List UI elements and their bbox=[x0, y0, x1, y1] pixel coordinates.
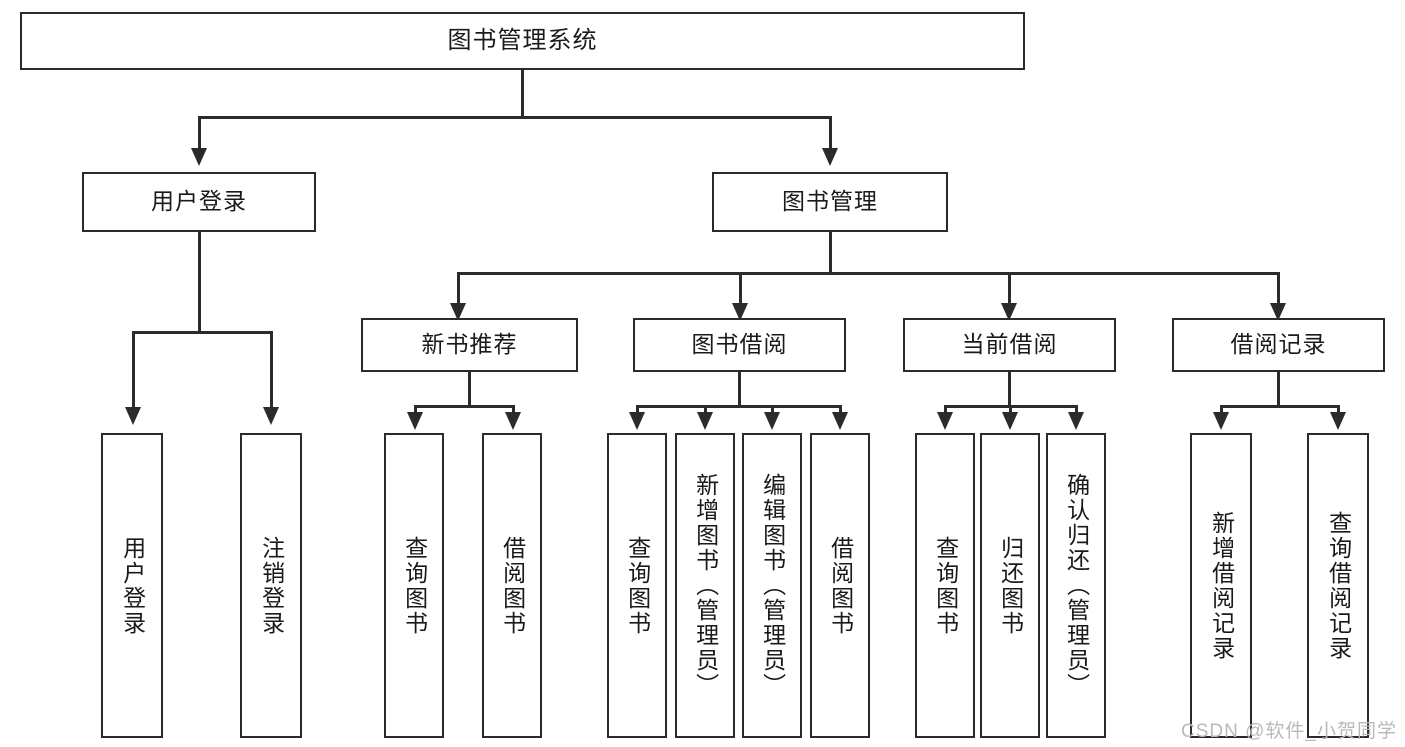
connector-book-borrow-stem bbox=[738, 372, 741, 407]
connector-new-book-c1 bbox=[414, 405, 417, 417]
arrow-to-book-manage bbox=[822, 148, 838, 166]
leaf-new-book-borrow[interactable]: 借阅图书 bbox=[482, 433, 542, 738]
arrow-to-borrow-record bbox=[1270, 303, 1286, 321]
connector-book-borrow-c4 bbox=[839, 405, 842, 417]
leaf-borrow-record-add[interactable]: 新增借阅记录 bbox=[1190, 433, 1252, 738]
connector-borrow-record-stem bbox=[1277, 372, 1280, 407]
arrow-book-borrow-c1 bbox=[629, 412, 645, 430]
connector-to-current-borrow bbox=[1008, 272, 1011, 307]
connector-borrow-record-bus bbox=[1221, 405, 1339, 408]
connector-user-login-stem bbox=[198, 232, 201, 333]
leaf-book-borrow-edit[interactable]: 编辑图书（管理员） bbox=[742, 433, 802, 738]
arrow-current-borrow-c2 bbox=[1002, 412, 1018, 430]
connector-to-book-borrow bbox=[739, 272, 742, 307]
arrow-new-book-c1 bbox=[407, 412, 423, 430]
connector-book-borrow-c2 bbox=[704, 405, 707, 417]
arrow-book-borrow-c4 bbox=[832, 412, 848, 430]
leaf-book-borrow-borrow[interactable]: 借阅图书 bbox=[810, 433, 870, 738]
connector-current-borrow-c1 bbox=[944, 405, 947, 417]
arrow-to-new-book bbox=[450, 303, 466, 321]
node-user-login[interactable]: 用户登录 bbox=[82, 172, 316, 232]
connector-book-borrow-c1 bbox=[636, 405, 639, 417]
connector-user-login-right bbox=[270, 331, 273, 411]
connector-current-borrow-stem bbox=[1008, 372, 1011, 407]
connector-level1-bus bbox=[198, 116, 832, 119]
leaf-user-login-login[interactable]: 用户登录 bbox=[101, 433, 163, 738]
connector-book-manage-stem bbox=[829, 232, 832, 274]
node-book-borrow[interactable]: 图书借阅 bbox=[633, 318, 846, 372]
connector-book-borrow-c3 bbox=[771, 405, 774, 417]
arrow-current-borrow-c3 bbox=[1068, 412, 1084, 430]
arrow-to-book-borrow bbox=[732, 303, 748, 321]
leaf-book-borrow-add[interactable]: 新增图书（管理员） bbox=[675, 433, 735, 738]
node-root-system[interactable]: 图书管理系统 bbox=[20, 12, 1025, 70]
arrow-user-login-right bbox=[263, 407, 279, 425]
arrow-current-borrow-c1 bbox=[937, 412, 953, 430]
connector-to-borrow-record bbox=[1277, 272, 1280, 307]
connector-borrow-record-c2 bbox=[1337, 405, 1340, 417]
node-borrow-record[interactable]: 借阅记录 bbox=[1172, 318, 1385, 372]
leaf-current-borrow-confirm[interactable]: 确认归还（管理员） bbox=[1046, 433, 1106, 738]
connector-root-stem bbox=[521, 70, 524, 118]
connector-user-login-bus bbox=[133, 331, 272, 334]
connector-to-new-book bbox=[457, 272, 460, 307]
leaf-user-login-logout[interactable]: 注销登录 bbox=[240, 433, 302, 738]
node-current-borrow[interactable]: 当前借阅 bbox=[903, 318, 1116, 372]
arrow-book-borrow-c3 bbox=[764, 412, 780, 430]
node-book-manage[interactable]: 图书管理 bbox=[712, 172, 948, 232]
arrow-borrow-record-c2 bbox=[1330, 412, 1346, 430]
connector-new-book-bus bbox=[415, 405, 515, 408]
arrow-book-borrow-c2 bbox=[697, 412, 713, 430]
leaf-new-book-query[interactable]: 查询图书 bbox=[384, 433, 444, 738]
leaf-current-borrow-return[interactable]: 归还图书 bbox=[980, 433, 1040, 738]
arrow-new-book-c2 bbox=[505, 412, 521, 430]
connector-borrow-record-c1 bbox=[1220, 405, 1223, 417]
leaf-borrow-record-query[interactable]: 查询借阅记录 bbox=[1307, 433, 1369, 738]
connector-level2-bus bbox=[458, 272, 1279, 275]
leaf-book-borrow-query[interactable]: 查询图书 bbox=[607, 433, 667, 738]
connector-new-book-c2 bbox=[512, 405, 515, 417]
connector-user-login-left bbox=[132, 331, 135, 411]
arrow-to-current-borrow bbox=[1001, 303, 1017, 321]
arrow-borrow-record-c1 bbox=[1213, 412, 1229, 430]
leaf-current-borrow-query[interactable]: 查询图书 bbox=[915, 433, 975, 738]
connector-to-user-login bbox=[198, 116, 201, 152]
connector-book-borrow-bus bbox=[637, 405, 841, 408]
connector-new-book-stem bbox=[468, 372, 471, 407]
connector-to-book-manage bbox=[829, 116, 832, 152]
arrow-to-user-login bbox=[191, 148, 207, 166]
node-new-book-recommend[interactable]: 新书推荐 bbox=[361, 318, 578, 372]
connector-current-borrow-c3 bbox=[1075, 405, 1078, 417]
arrow-user-login-left bbox=[125, 407, 141, 425]
connector-current-borrow-c2 bbox=[1009, 405, 1012, 417]
